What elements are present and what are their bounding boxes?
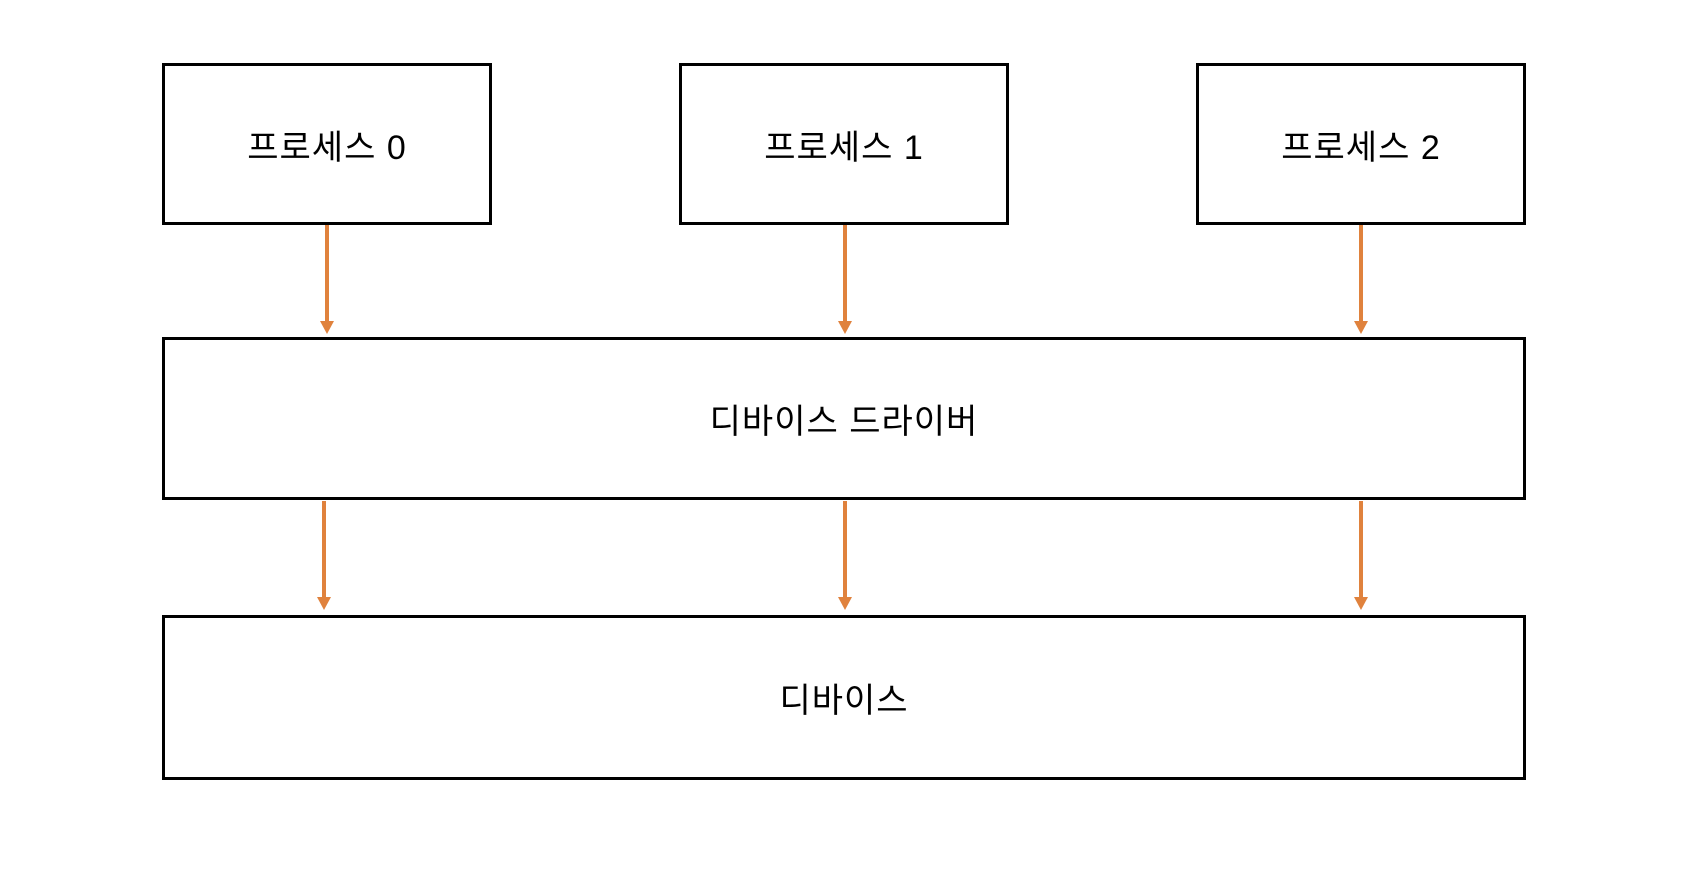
arrow-head-icon (317, 597, 331, 610)
process-2-box: 프로세스 2 (1196, 63, 1526, 225)
arrow-driver-to-device-1-icon (838, 501, 852, 610)
device-driver-label: 디바이스 드라이버 (709, 403, 979, 441)
arrow-driver-to-device-2-icon (1354, 501, 1368, 610)
arrow-line (1359, 225, 1363, 321)
device-label: 디바이스 (779, 682, 909, 720)
process-0-label: 프로세스 0 (247, 128, 407, 167)
arrow-line (325, 225, 329, 321)
arrow-line (843, 225, 847, 321)
arrow-process-2-to-driver-icon (1354, 225, 1368, 334)
process-1-box: 프로세스 1 (679, 63, 1009, 225)
arrow-line (1359, 501, 1363, 597)
arrow-line (843, 501, 847, 597)
arrow-process-1-to-driver-icon (838, 225, 852, 334)
arrow-process-0-to-driver-icon (320, 225, 334, 334)
arrow-line (322, 501, 326, 597)
device-driver-box: 디바이스 드라이버 (162, 337, 1526, 500)
arrow-head-icon (320, 321, 334, 334)
process-2-label: 프로세스 2 (1281, 128, 1441, 167)
process-1-label: 프로세스 1 (764, 128, 924, 167)
arrow-driver-to-device-0-icon (317, 501, 331, 610)
arrow-head-icon (1354, 321, 1368, 334)
device-box: 디바이스 (162, 615, 1526, 780)
arrow-head-icon (838, 321, 852, 334)
process-0-box: 프로세스 0 (162, 63, 492, 225)
arrow-head-icon (1354, 597, 1368, 610)
arrow-head-icon (838, 597, 852, 610)
